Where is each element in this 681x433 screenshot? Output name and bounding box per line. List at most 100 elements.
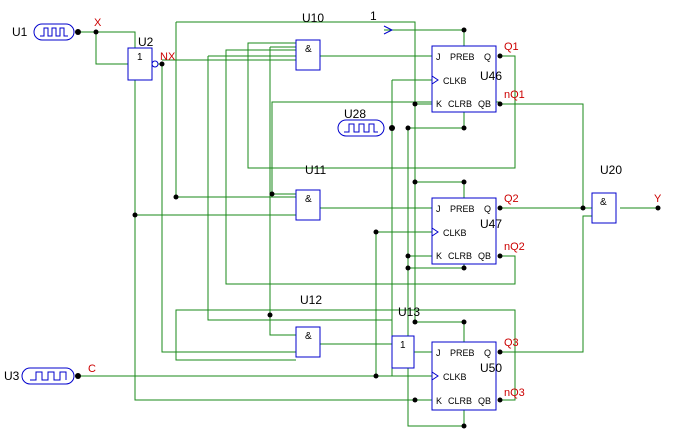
junction (497, 205, 503, 211)
ref-u3: U3 (4, 369, 20, 383)
gate-u12-and[interactable]: & U12 (295, 293, 322, 358)
pin-q: Q (484, 348, 491, 358)
junction (405, 265, 411, 271)
square-wave-icon (30, 371, 67, 381)
square-wave-icon (40, 27, 68, 37)
supply-arrow-icon (383, 25, 394, 35)
pin-clkb: CLKB (443, 76, 467, 86)
junction (497, 397, 503, 403)
pin-k: K (436, 99, 442, 109)
net-q1: Q1 (504, 41, 519, 53)
wire-nq1 (271, 101, 596, 209)
gate-u13-or[interactable]: 1 U13 (391, 305, 420, 369)
gate-symbol: & (600, 197, 607, 208)
flipflop-u46[interactable]: J PREB Q CLKB K CLRB QB U46 (431, 45, 502, 113)
flipflop-u50[interactable]: J PREB Q CLKB K CLRB QB U50 (431, 341, 502, 411)
pin-clrb: CLRB (448, 251, 472, 261)
ref-u13: U13 (398, 305, 420, 319)
gate-symbol: & (305, 331, 312, 342)
ref-u10: U10 (302, 11, 324, 25)
wire-x-down (134, 214, 432, 401)
pin-k: K (436, 396, 442, 406)
wire-nq2 (225, 49, 516, 285)
gate-u20-and[interactable]: & U20 (591, 163, 622, 224)
wire-bus-c (269, 46, 296, 336)
junctions (93, 27, 661, 429)
pin-clkb: CLKB (443, 372, 467, 382)
wire-bus-a (175, 22, 296, 198)
pin-q: Q (484, 52, 491, 62)
gate-body (391, 335, 415, 369)
gate-u10-and[interactable]: & U10 (295, 11, 324, 71)
pin-clkb: CLKB (443, 228, 467, 238)
pin-preb: PREB (450, 348, 475, 358)
gate-body (127, 47, 153, 81)
pin-k: K (436, 251, 442, 261)
junction (461, 423, 467, 429)
net-q3: Q3 (504, 337, 519, 349)
junction (132, 212, 138, 218)
source-u1[interactable]: U1 (12, 23, 81, 41)
source-u3[interactable]: U3 (4, 367, 81, 385)
ref-u46: U46 (480, 69, 502, 83)
junction (412, 397, 418, 403)
ref-u28: U28 (344, 107, 366, 121)
wire-clk1 (391, 79, 432, 128)
junction (412, 179, 418, 185)
logic-one-supply: 1 (370, 9, 394, 35)
junction (412, 319, 418, 325)
gate-symbol: 1 (137, 52, 143, 63)
junction (405, 125, 411, 131)
pin-clrb: CLRB (448, 396, 472, 406)
square-wave-icon (344, 123, 378, 133)
ref-u47: U47 (480, 217, 502, 231)
junction (497, 253, 503, 259)
junction (461, 319, 467, 325)
junction (267, 312, 273, 318)
logic-one-label: 1 (370, 9, 377, 23)
junction (93, 29, 99, 35)
flipflop-u47[interactable]: J PREB Q CLKB K CLRB QB U47 (431, 197, 502, 265)
junction (497, 53, 503, 59)
junction (173, 194, 179, 200)
pin-j: J (436, 348, 441, 358)
junction (461, 125, 467, 131)
junction (461, 265, 467, 271)
net-c: C (88, 363, 96, 375)
junction (461, 179, 467, 185)
wire-nq3 (175, 309, 516, 401)
clock-triangle-icon (431, 371, 439, 381)
gate-u11-and[interactable]: & U11 (295, 163, 326, 221)
junction (497, 101, 503, 107)
junction (269, 191, 275, 197)
junction (412, 101, 418, 107)
ref-u1: U1 (12, 25, 28, 39)
flipflop-body (431, 197, 497, 265)
ref-u11: U11 (305, 163, 326, 177)
gate-u2-inverter[interactable]: 1 U2 (127, 35, 159, 81)
junction (580, 205, 586, 211)
ref-u50: U50 (480, 361, 502, 375)
junction (655, 205, 661, 211)
gate-symbol: & (305, 44, 312, 55)
output-pin-dot (389, 125, 395, 131)
gate-body (295, 326, 321, 358)
wires (78, 21, 658, 427)
junction (461, 27, 467, 33)
gate-body (295, 189, 321, 221)
wire-clk2 (375, 231, 432, 376)
ref-u2: U2 (138, 35, 154, 49)
inversion-bubble (151, 60, 159, 68)
net-y: Y (654, 193, 662, 205)
gate-symbol: & (305, 194, 312, 205)
flipflop-body (431, 341, 497, 411)
source-u28[interactable]: U28 (337, 107, 395, 137)
pin-preb: PREB (450, 52, 475, 62)
ref-u20: U20 (600, 163, 622, 177)
clock-source-body (33, 23, 75, 41)
clock-triangle-icon (431, 227, 439, 237)
wire-q1 (247, 42, 516, 169)
net-x: X (94, 17, 102, 29)
wire-q3 (500, 215, 596, 353)
